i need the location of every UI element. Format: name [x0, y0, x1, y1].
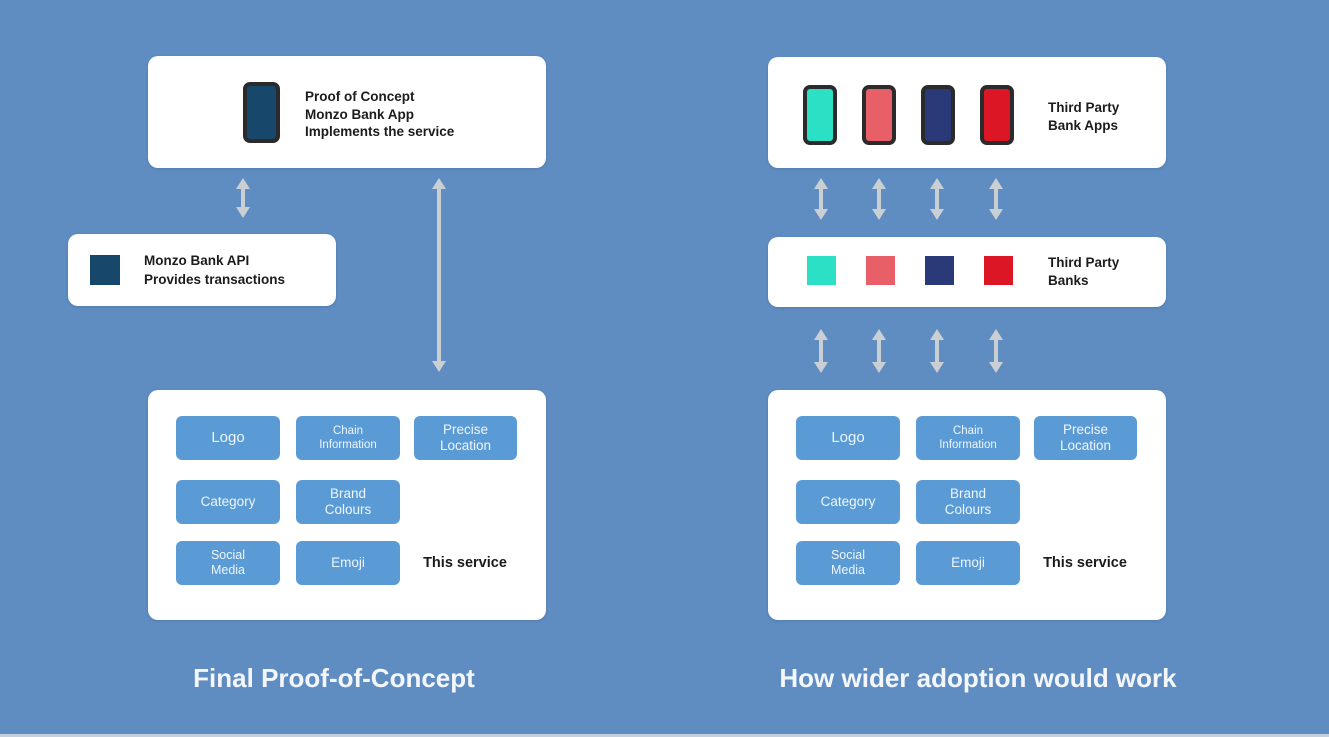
feature-category-button: Category [796, 480, 900, 524]
arrow-head-down [814, 362, 828, 373]
arrow-head-up [872, 178, 886, 189]
double-arrow-banks-service-1 [813, 329, 829, 373]
double-arrow-banks-service-3 [929, 329, 945, 373]
service-card-right: Logo Chain Information Precise Location … [768, 390, 1166, 620]
monzo-app-card: Proof of Concept Monzo Bank App Implemen… [148, 56, 546, 168]
bank4-phone-icon [980, 85, 1014, 145]
service-card-left: Logo Chain Information Precise Location … [148, 390, 546, 620]
feature-brand-colours-button: Brand Colours [296, 480, 400, 524]
double-arrow-banks-service-2 [871, 329, 887, 373]
feature-precise-location-button: Precise Location [1034, 416, 1137, 460]
arrow-shaft [877, 340, 881, 362]
double-arrow-apps-banks-2 [871, 178, 887, 220]
third-party-banks-label: Third Party Banks [1048, 255, 1120, 288]
feature-brand-colours-button: Brand Colours [916, 480, 1020, 524]
monzo-api-card: Monzo Bank API Provides transactions [68, 234, 336, 306]
double-arrow-app-to-service [431, 178, 447, 372]
bank1-swatch-icon [807, 256, 836, 285]
monzo-phone-icon [243, 82, 280, 143]
arrow-head-down [872, 209, 886, 220]
feature-chain-information-button: Chain Information [296, 416, 400, 460]
arrow-shaft [437, 189, 441, 361]
this-service-label: This service [1043, 555, 1127, 571]
arrow-head-up [989, 329, 1003, 340]
feature-category-button: Category [176, 480, 280, 524]
monzo-app-card-text: Proof of Concept Monzo Bank App Implemen… [305, 89, 455, 140]
left-section-title: Final Proof-of-Concept [193, 663, 475, 693]
arrow-shaft [994, 189, 998, 209]
bank1-phone-icon [803, 85, 837, 145]
third-party-phone-row [803, 85, 1014, 145]
third-party-banks-card: Third Party Banks [768, 237, 1166, 307]
feature-social-media-button: Social Media [176, 541, 280, 585]
arrow-head-up [432, 178, 446, 189]
feature-chain-information-button: Chain Information [916, 416, 1020, 460]
monzo-api-card-text: Monzo Bank API Provides transactions [144, 253, 286, 287]
arrow-shaft [877, 189, 881, 209]
arrow-head-up [930, 178, 944, 189]
feature-emoji-button: Emoji [916, 541, 1020, 585]
arrow-shaft [819, 340, 823, 362]
arrow-shaft [994, 340, 998, 362]
bank4-swatch-icon [984, 256, 1013, 285]
arrow-head-up [814, 178, 828, 189]
arrow-head-down [236, 207, 250, 218]
arrow-head-up [814, 329, 828, 340]
right-section-title: How wider adoption would work [779, 663, 1177, 693]
arrow-shaft [819, 189, 823, 209]
arrow-head-down [930, 209, 944, 220]
bank3-phone-icon [921, 85, 955, 145]
arrow-head-down [989, 362, 1003, 373]
arrow-head-down [872, 362, 886, 373]
arrow-shaft [935, 189, 939, 209]
arrow-head-up [930, 329, 944, 340]
third-party-apps-card: Third Party Bank Apps [768, 57, 1166, 168]
arrow-shaft [241, 189, 245, 207]
bank2-swatch-icon [866, 256, 895, 285]
third-party-apps-label: Third Party Bank Apps [1048, 100, 1120, 133]
double-arrow-apps-banks-1 [813, 178, 829, 220]
arrow-shaft [935, 340, 939, 362]
double-arrow-apps-banks-4 [988, 178, 1004, 220]
arrow-head-down [432, 361, 446, 372]
feature-emoji-button: Emoji [296, 541, 400, 585]
bank3-swatch-icon [925, 256, 954, 285]
feature-logo-button: Logo [176, 416, 280, 460]
feature-social-media-button: Social Media [796, 541, 900, 585]
third-party-swatch-row [807, 256, 1013, 285]
feature-logo-button: Logo [796, 416, 900, 460]
arrow-head-down [814, 209, 828, 220]
bank2-phone-icon [862, 85, 896, 145]
double-arrow-app-to-api [235, 178, 251, 218]
arrow-head-up [236, 178, 250, 189]
arrow-head-down [989, 209, 1003, 220]
this-service-label: This service [423, 555, 507, 571]
arrow-head-up [989, 178, 1003, 189]
double-arrow-apps-banks-3 [929, 178, 945, 220]
arrow-head-down [930, 362, 944, 373]
monzo-api-swatch-icon [90, 255, 120, 285]
bottom-edge-strip [0, 734, 1329, 737]
arrow-head-up [872, 329, 886, 340]
feature-precise-location-button: Precise Location [414, 416, 517, 460]
double-arrow-banks-service-4 [988, 329, 1004, 373]
